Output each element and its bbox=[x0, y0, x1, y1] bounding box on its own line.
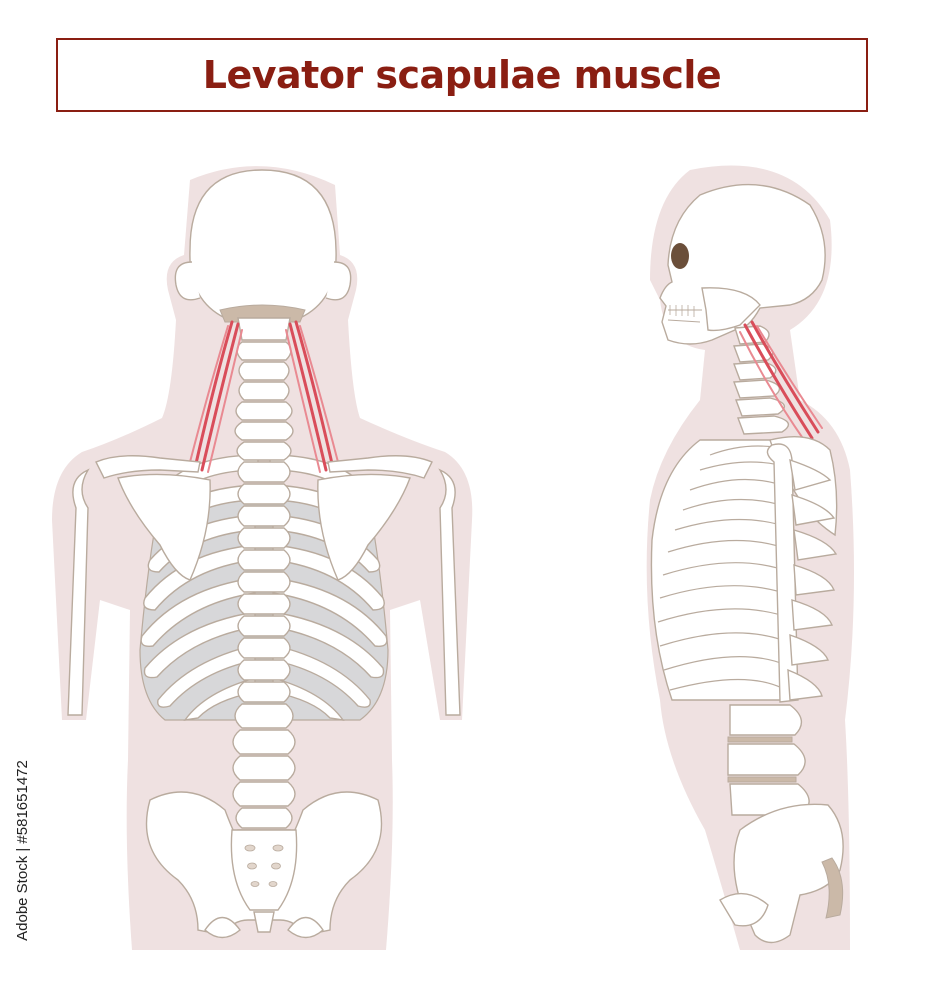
posterior-clavicle-right bbox=[327, 455, 433, 479]
title-box: Levator scapulae muscle bbox=[56, 38, 868, 112]
posterior-view bbox=[52, 166, 473, 951]
lateral-spine bbox=[727, 458, 838, 816]
orbit bbox=[671, 243, 689, 269]
posterior-scapula-right bbox=[317, 473, 411, 581]
stock-id-watermark: Adobe Stock | #581651472 bbox=[8, 760, 36, 941]
posterior-humerus-left bbox=[67, 468, 90, 716]
levator-scapulae-right bbox=[285, 320, 339, 473]
page-title: Levator scapulae muscle bbox=[202, 53, 722, 97]
lateral-coccyx bbox=[821, 857, 844, 919]
stock-id-text: Adobe Stock | #581651472 bbox=[13, 759, 31, 941]
lateral-skull bbox=[659, 183, 826, 345]
levator-scapulae-left bbox=[189, 320, 243, 473]
posterior-clavicle-left bbox=[95, 455, 201, 479]
lateral-view bbox=[646, 165, 854, 951]
posterior-head bbox=[189, 169, 337, 319]
posterior-spine bbox=[232, 317, 296, 829]
posterior-scapula-left bbox=[117, 473, 211, 581]
posterior-humerus-right bbox=[438, 468, 461, 716]
levator-scapulae-lateral bbox=[739, 320, 823, 441]
